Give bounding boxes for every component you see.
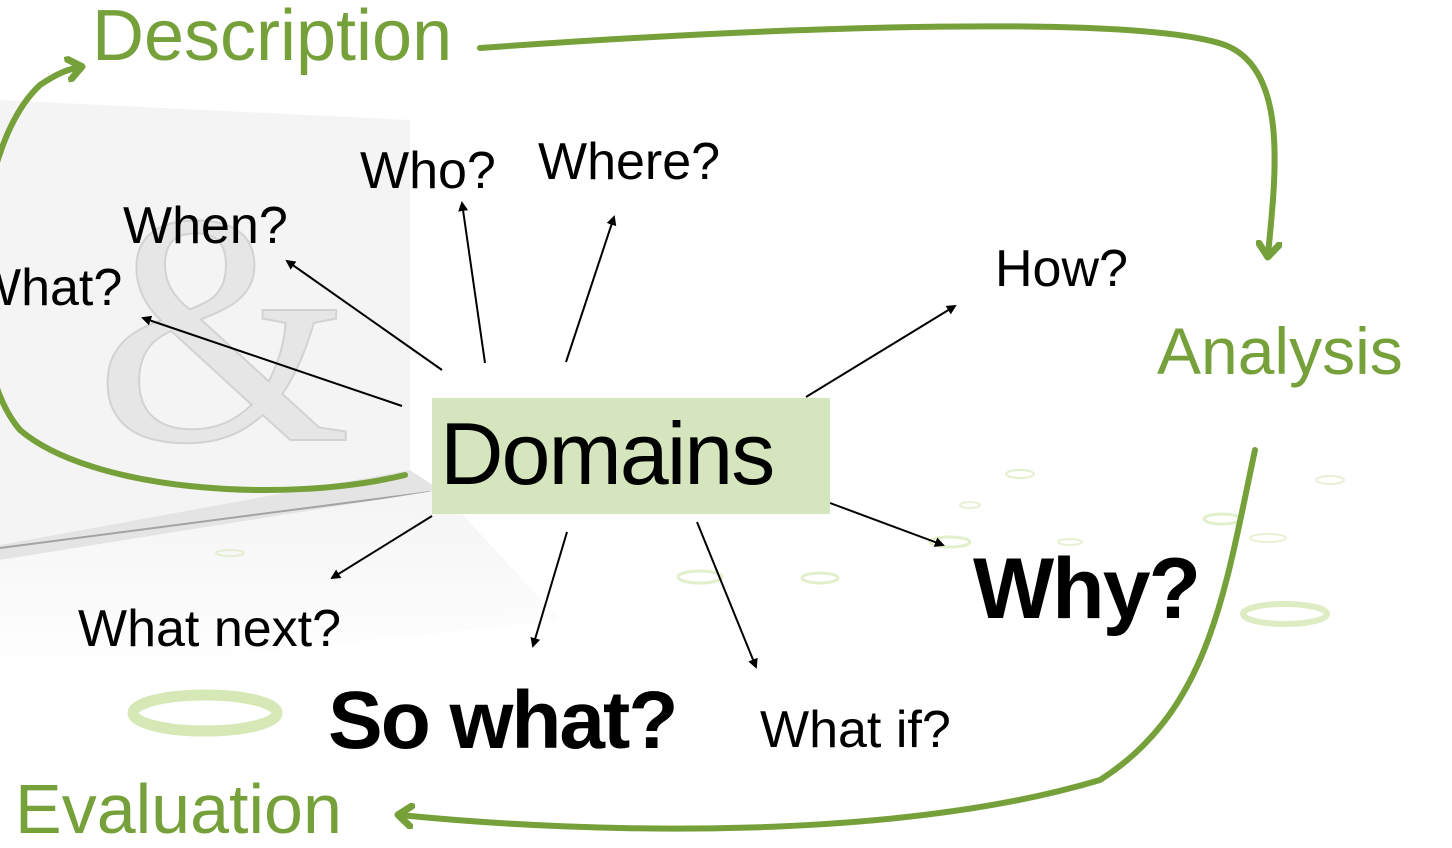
background-ampersand-symbol: & bbox=[95, 147, 352, 512]
question-arrows bbox=[141, 201, 957, 669]
question-what: What? bbox=[0, 259, 123, 317]
arrow-when bbox=[285, 259, 443, 371]
question-who: Who? bbox=[360, 142, 496, 200]
arrow-where bbox=[565, 215, 617, 363]
stage-evaluation-label: Evaluation bbox=[15, 770, 342, 848]
domains-node bbox=[432, 398, 830, 514]
arrow-what bbox=[141, 315, 403, 407]
arrow-who bbox=[458, 201, 486, 364]
question-so-what: So what? bbox=[328, 675, 678, 766]
question-what-next: What next? bbox=[78, 600, 342, 658]
analysis-to-evaluation-arrow bbox=[400, 447, 1258, 832]
description-to-analysis-arrow bbox=[477, 23, 1275, 255]
stage-analysis-label: Analysis bbox=[1157, 314, 1403, 388]
domains-label: Domains bbox=[440, 404, 775, 503]
arrow-why bbox=[829, 502, 945, 547]
background-board bbox=[0, 100, 560, 680]
arrow-what-next bbox=[330, 515, 433, 580]
question-when: When? bbox=[123, 197, 288, 255]
question-where: Where? bbox=[538, 133, 721, 191]
question-what-if: What if? bbox=[760, 701, 951, 759]
domains-to-description-arrow bbox=[0, 67, 408, 493]
decorative-rings bbox=[127, 469, 1345, 737]
stage-description-label: Description bbox=[92, 0, 453, 76]
cycle-arrows bbox=[0, 23, 1275, 832]
question-why: Why? bbox=[973, 541, 1201, 637]
arrow-so-what bbox=[530, 531, 568, 648]
arrow-what-if bbox=[696, 521, 758, 669]
arrow-how bbox=[805, 304, 957, 398]
question-how: How? bbox=[995, 240, 1128, 298]
